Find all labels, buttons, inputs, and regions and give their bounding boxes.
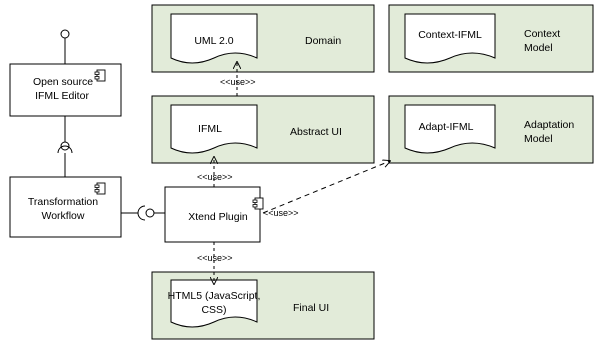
document-html5-line2: CSS) [201, 304, 226, 316]
document-ifml [170, 104, 258, 154]
component-editor-line1: Open source [33, 76, 93, 88]
required-interface-workflow [121, 205, 165, 221]
dependency-ifml-uml: <<use>> [220, 62, 256, 96]
component-xtend-plugin: Xtend Plugin [164, 186, 264, 243]
dependency-plugin-ifml: <<use>> [197, 157, 233, 187]
document-ifml-label: IFML [198, 123, 222, 135]
stereotype-use-4: <<use>> [197, 253, 233, 263]
required-interface-editor [57, 116, 73, 177]
stereotype-use-1: <<use>> [220, 77, 256, 87]
component-plugin-label: Xtend Plugin [188, 211, 248, 223]
socket-icon [57, 145, 73, 154]
document-adapt-label: Adapt-IFML [419, 121, 474, 133]
document-html5-line1: HTML5 (JavaScript, [168, 290, 261, 302]
component-icon [252, 197, 264, 210]
package-abstract-ui: IFML Abstract UI [151, 95, 375, 164]
stereotype-use-2: <<use>> [197, 172, 233, 182]
package-abstract-label: Abstract UI [290, 126, 342, 138]
stereotype-use-3: <<use>> [263, 208, 299, 218]
component-icon [94, 69, 106, 82]
component-workflow-line1: Transformation [28, 196, 98, 208]
package-context-label-2: Model [524, 42, 553, 54]
provided-interface-icon [60, 29, 70, 39]
component-editor-line2: IFML Editor [35, 90, 89, 102]
dependency-plugin-html: <<use>> [197, 242, 233, 284]
document-adapt-ifml [404, 104, 496, 154]
package-domain: UML 2.0 Domain [151, 4, 375, 73]
document-html5 [170, 279, 258, 328]
document-uml-label: UML 2.0 [194, 35, 233, 47]
package-domain-label: Domain [305, 35, 341, 47]
package-final-label: Final UI [293, 302, 329, 314]
package-final-ui: HTML5 (JavaScript, CSS) Final UI [151, 271, 375, 340]
dependency-plugin-adapt: <<use>> [262, 161, 390, 218]
package-adaptation-model: Adapt-IFML Adaptation Model [388, 95, 594, 164]
component-workflow-line2: Workflow [42, 210, 85, 222]
socket-icon [137, 205, 146, 221]
ball-icon [145, 208, 155, 218]
package-adaptation-label-1: Adaptation [524, 119, 574, 131]
component-workflow: Transformation Workflow [9, 176, 122, 238]
package-context-label-1: Context [524, 28, 560, 40]
package-adaptation-label-2: Model [524, 133, 553, 145]
package-context-model: Context-IFML Context Model [388, 4, 594, 73]
document-context-ifml [404, 13, 496, 64]
component-icon [94, 182, 106, 195]
document-uml [170, 13, 258, 64]
document-context-label: Context-IFML [418, 29, 482, 41]
component-editor: Open source IFML Editor [9, 29, 122, 117]
